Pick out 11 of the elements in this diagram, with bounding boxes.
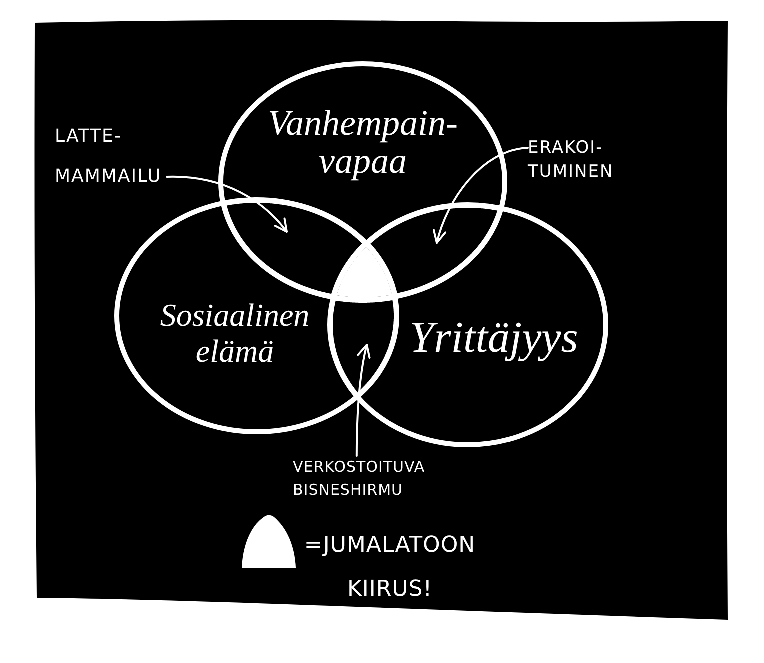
center-overlap-region xyxy=(336,247,392,298)
circle-label: Vanhempain- vapaa xyxy=(267,104,459,180)
annotation-label: ERAKOI- TUMINEN xyxy=(528,136,630,184)
leader-arrow xyxy=(166,176,288,233)
circle-label: Sosiaalinen elämä xyxy=(159,297,311,369)
legend-label: =JUMALATOON KIIRUS! xyxy=(303,532,477,604)
leader-arrow xyxy=(356,344,372,457)
annotation-label: VERKOSTOITUVA BISNESHIRMU xyxy=(293,456,435,502)
circle-label: Yrittäjyys xyxy=(408,313,580,363)
annotation-label: LATTE- MAMMAILU xyxy=(55,117,167,197)
leader-arrow xyxy=(433,147,529,244)
